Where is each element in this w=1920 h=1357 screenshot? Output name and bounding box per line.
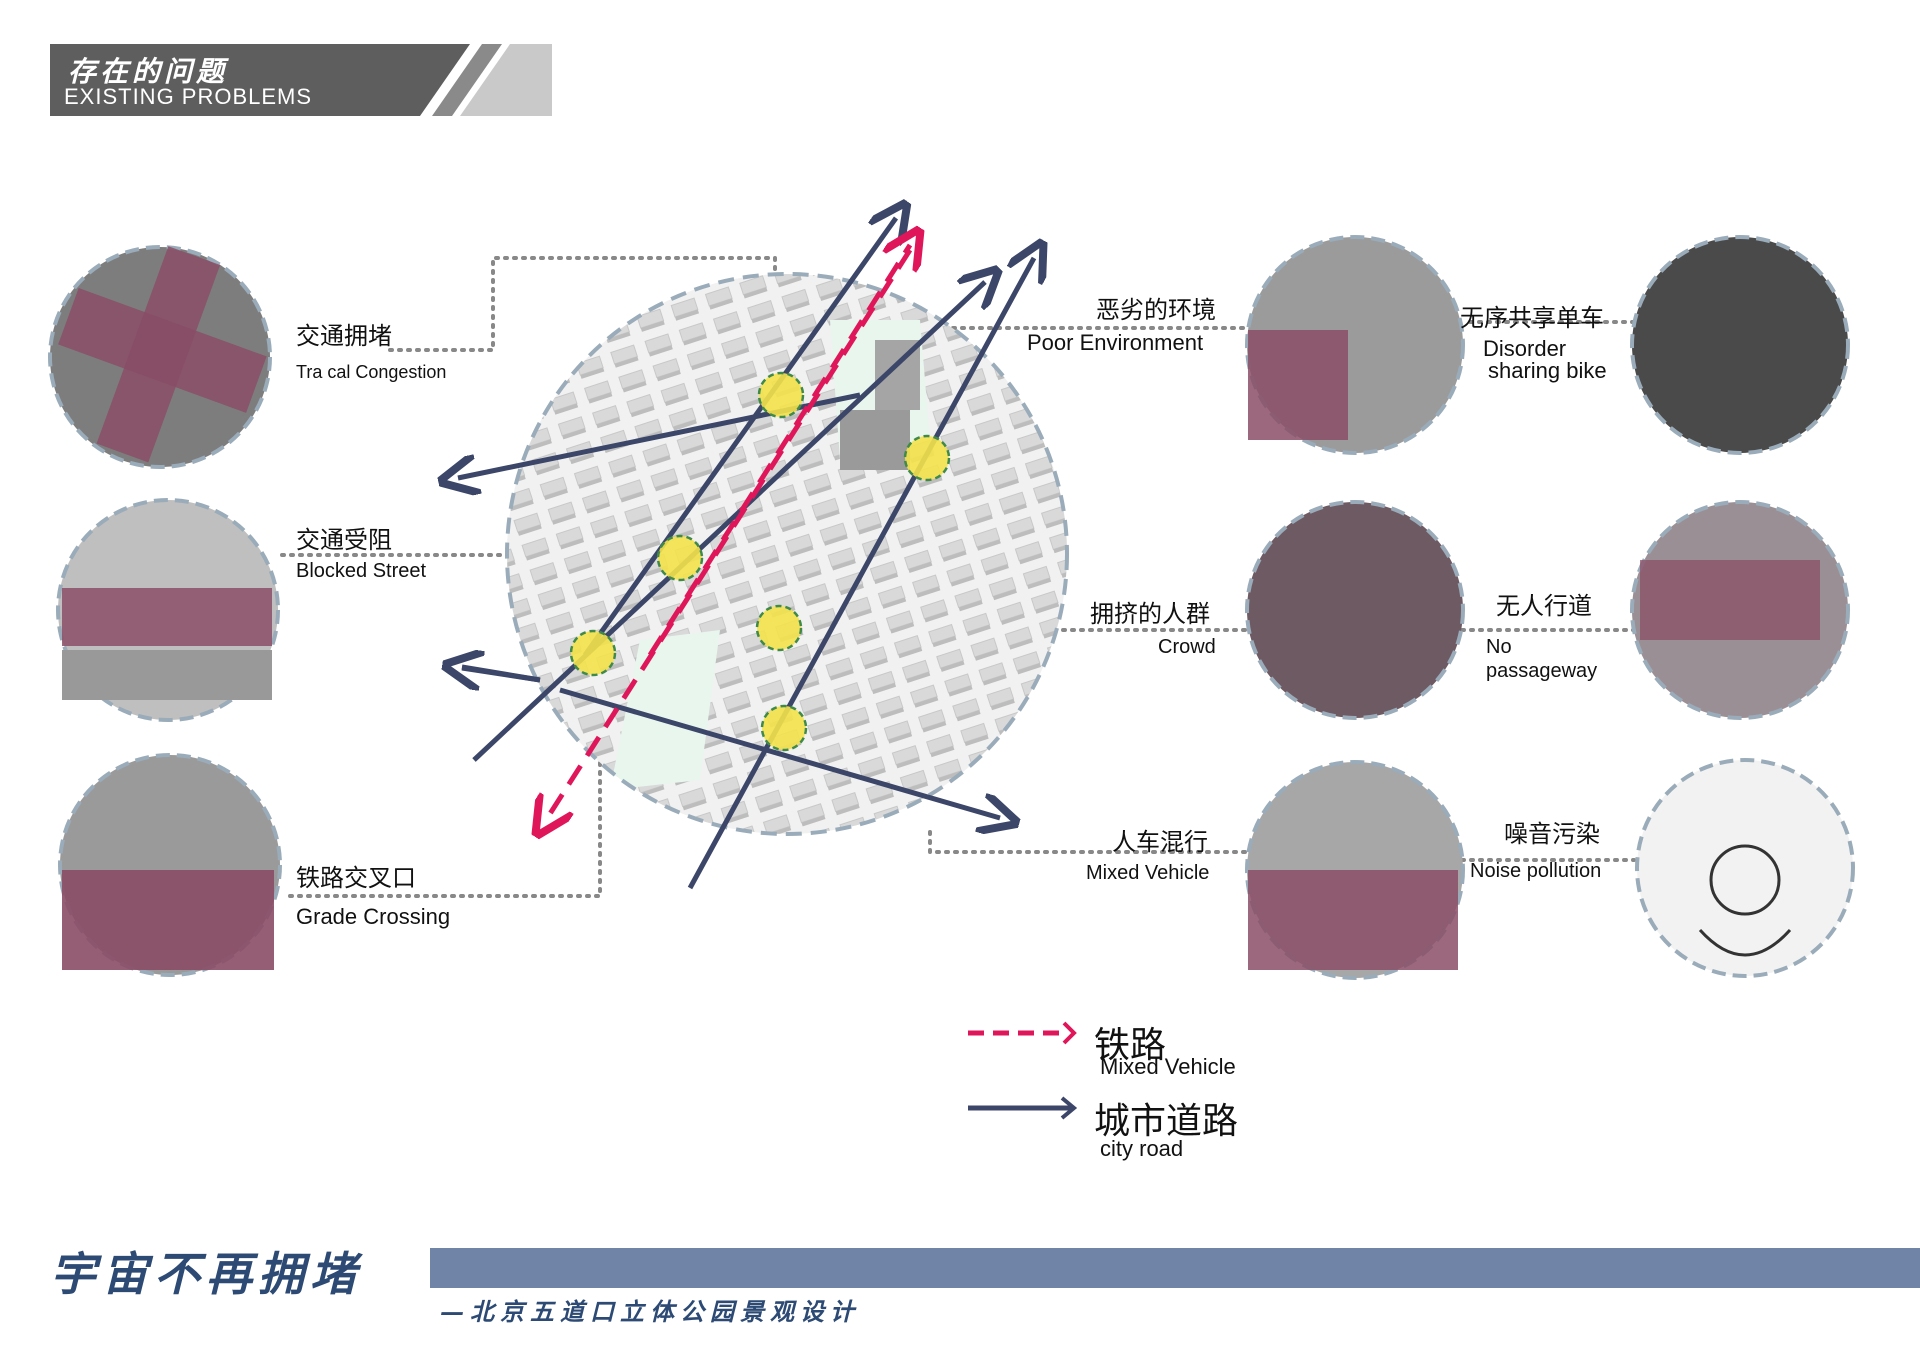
problem-label-cn-bike: 无序共享单车 xyxy=(1460,304,1604,332)
problem-label-en-noise: Noise pollution xyxy=(1470,860,1602,882)
section-header: 存在的问题 EXISTING PROBLEMS xyxy=(50,44,552,116)
crowd-photo xyxy=(1245,500,1465,720)
problem-label-en-traffic: Tra cal Congestion xyxy=(296,362,447,382)
problem-label-cn-passageway: 无人行道 xyxy=(1496,592,1592,620)
problem-label-cn-crossing: 铁路交叉口 xyxy=(296,864,416,892)
problem-label-en-crowd: Crowd xyxy=(1158,636,1216,658)
problem-label-en-bike-2: sharing bike xyxy=(1488,358,1607,383)
right-photo-circles xyxy=(1245,235,1855,980)
problem-label-en-mixed: Mixed Vehicle xyxy=(1086,862,1210,884)
footer-title: 宇宙不再拥堵 xyxy=(50,1247,362,1301)
conflict-markers xyxy=(569,371,951,752)
connector-lines xyxy=(280,256,1636,898)
problem-label-en-bike-1: Disorder xyxy=(1483,336,1567,361)
left-photo-circles xyxy=(48,245,282,977)
problem-label-cn-blocked: 交通受阻 xyxy=(296,526,392,554)
city-road-arrows xyxy=(458,218,1034,890)
problem-label-en-environment: Poor Environment xyxy=(1027,330,1204,355)
problem-label-cn-mixed: 人车混行 xyxy=(1112,828,1208,856)
problem-label-cn-traffic: 交通拥堵 xyxy=(296,322,392,350)
legend-road-en: city road xyxy=(1100,1136,1184,1161)
footer-bar xyxy=(430,1248,1920,1288)
legend-railway-en: Mixed Vehicle xyxy=(1100,1054,1236,1079)
sharing-bike-photo xyxy=(1630,235,1850,455)
problem-label-cn-environment: 恶劣的环境 xyxy=(1096,296,1216,324)
footer-subtitle: —北京五道口立体公园景观设计 xyxy=(440,1297,860,1326)
header-title-en: EXISTING PROBLEMS xyxy=(64,84,313,109)
problem-label-en-passageway-2: passageway xyxy=(1486,660,1598,682)
problem-label-cn-noise: 噪音污染 xyxy=(1504,820,1600,848)
railway-arrow xyxy=(546,248,913,820)
legend-railway-cn: 铁路 xyxy=(1094,1025,1167,1066)
noise-pollution-photo xyxy=(1635,758,1855,978)
problem-label-en-crossing: Grade Crossing xyxy=(296,904,451,929)
header-title-cn: 存在的问题 xyxy=(68,55,229,88)
header-banner xyxy=(50,44,552,116)
problem-label-en-passageway-1: No xyxy=(1486,636,1512,658)
problem-label-cn-crowd: 拥挤的人群 xyxy=(1090,600,1210,628)
legend-road-cn: 城市道路 xyxy=(1094,1101,1239,1142)
problem-label-en-blocked: Blocked Street xyxy=(296,560,427,582)
